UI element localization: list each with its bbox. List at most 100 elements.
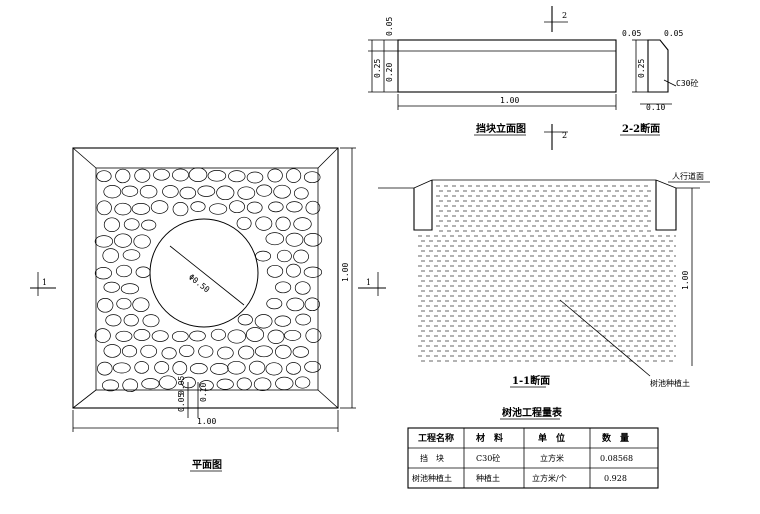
cobblestone bbox=[189, 363, 208, 375]
cobblestone bbox=[254, 345, 273, 358]
cobblestone bbox=[275, 281, 292, 294]
s11-height-label: 1.00 bbox=[681, 271, 690, 290]
cobblestone bbox=[207, 170, 227, 182]
cobblestone bbox=[217, 346, 234, 360]
cobblestone bbox=[245, 327, 265, 342]
cobblestone bbox=[140, 344, 158, 358]
cobblestone bbox=[115, 168, 131, 184]
cobblestone bbox=[97, 298, 114, 313]
cobblestone bbox=[246, 171, 264, 184]
cobblestone bbox=[236, 377, 252, 391]
section-mark-left-label: 1 bbox=[42, 278, 47, 287]
diameter-line bbox=[169, 245, 245, 306]
cobblestone bbox=[96, 170, 112, 183]
cobblestone bbox=[94, 267, 112, 280]
table-header-unit: 单 位 bbox=[538, 432, 565, 444]
cobblestone bbox=[229, 200, 245, 214]
cobblestone bbox=[209, 203, 228, 215]
cobblestone bbox=[285, 232, 304, 247]
cobblestone bbox=[112, 362, 131, 374]
cobblestone bbox=[103, 217, 120, 232]
plan-outer-frame bbox=[72, 147, 339, 409]
cobblestone bbox=[132, 297, 150, 312]
cobblestone bbox=[267, 168, 283, 183]
table-cell: 挡 块 bbox=[420, 453, 444, 463]
cobblestone bbox=[238, 345, 255, 360]
cobblestone bbox=[114, 202, 132, 216]
table-title: 树池工程量表 bbox=[502, 406, 563, 419]
plan-dim-a: 0.05 bbox=[177, 393, 186, 412]
cobblestone bbox=[227, 360, 246, 375]
block-dim-total: 0.25 bbox=[373, 59, 382, 78]
cobblestone bbox=[285, 362, 302, 375]
cobblestone bbox=[101, 379, 120, 392]
cobblestone bbox=[275, 344, 292, 359]
cobblestone bbox=[268, 201, 284, 213]
section-1-1-view: 1.00 人行道面 树池种植土 1-1断面 bbox=[378, 171, 710, 388]
s22-top-right-label: 0.05 bbox=[664, 29, 683, 38]
cobblestone bbox=[96, 200, 112, 216]
plan-inner-frame bbox=[95, 167, 319, 391]
cobblestone-pattern bbox=[94, 167, 323, 393]
table-header-name: 工程名称 bbox=[418, 432, 454, 444]
block-elevation-view: 0.05 0.20 0.25 1.00 2 2 挡块立面图 bbox=[368, 6, 617, 150]
cobblestone bbox=[97, 361, 113, 376]
cobblestone bbox=[274, 315, 292, 327]
cobblestone bbox=[142, 314, 160, 328]
cobblestone bbox=[134, 361, 150, 374]
cobblestone bbox=[304, 360, 321, 373]
cobblestone bbox=[293, 187, 309, 200]
cobblestone bbox=[172, 361, 188, 376]
cobblestone bbox=[292, 346, 309, 358]
plan-corner-line bbox=[72, 389, 97, 409]
cobblestone bbox=[216, 185, 235, 201]
cobblestone bbox=[135, 266, 151, 278]
block-dim-mid: 0.20 bbox=[385, 63, 394, 82]
cobblestone bbox=[131, 203, 151, 215]
cobblestone bbox=[115, 330, 133, 342]
soil-hatch bbox=[418, 185, 676, 362]
section-mark-2-top-label: 2 bbox=[562, 11, 567, 20]
curb-edge bbox=[655, 179, 677, 189]
cobblestone bbox=[105, 314, 122, 327]
cobblestone bbox=[121, 345, 138, 358]
section-1-1-title: 1-1断面 bbox=[512, 374, 550, 387]
table-cell: 0.928 bbox=[604, 474, 627, 483]
cobblestone bbox=[265, 232, 285, 246]
cobblestone bbox=[265, 362, 283, 376]
cobblestone bbox=[227, 329, 247, 344]
plan-dim-c: 0.10 bbox=[199, 383, 208, 402]
cobblestone bbox=[255, 250, 272, 262]
cobblestone bbox=[121, 185, 139, 197]
block-elevation-title: 挡块立面图 bbox=[476, 122, 526, 135]
cobblestone bbox=[181, 376, 196, 389]
cobblestone bbox=[275, 216, 291, 231]
cobblestone bbox=[188, 167, 208, 182]
table-header-quantity: 数 量 bbox=[602, 432, 629, 444]
cobblestone bbox=[305, 200, 321, 215]
s22-bottom-label: 0.10 bbox=[646, 103, 665, 112]
cobblestone bbox=[284, 329, 302, 341]
cobblestone bbox=[294, 281, 311, 295]
section-mark-right-label: 1 bbox=[366, 278, 371, 287]
soil-leader bbox=[559, 299, 651, 377]
table-cell: C30砼 bbox=[476, 453, 500, 463]
cobblestone bbox=[304, 297, 320, 312]
cobblestone bbox=[120, 283, 139, 295]
cobblestone bbox=[162, 185, 179, 198]
plan-corner-line bbox=[317, 147, 339, 169]
plan-width-label: 1.00 bbox=[197, 417, 216, 426]
cobblestone bbox=[190, 201, 206, 212]
table-cell: 种植土 bbox=[476, 473, 500, 483]
cobblestone bbox=[103, 281, 120, 293]
cobblestone bbox=[286, 263, 301, 278]
cobblestone bbox=[254, 314, 273, 329]
cobblestone bbox=[171, 330, 189, 343]
cobblestone bbox=[150, 200, 169, 214]
cobblestone bbox=[161, 347, 177, 360]
cobblestone bbox=[122, 249, 141, 261]
plan-view: Φ0.50 1.00 1.00 0.05 0.05 0.10 1 1 平面图 bbox=[30, 147, 386, 472]
s22-height-label: 0.25 bbox=[637, 59, 646, 78]
